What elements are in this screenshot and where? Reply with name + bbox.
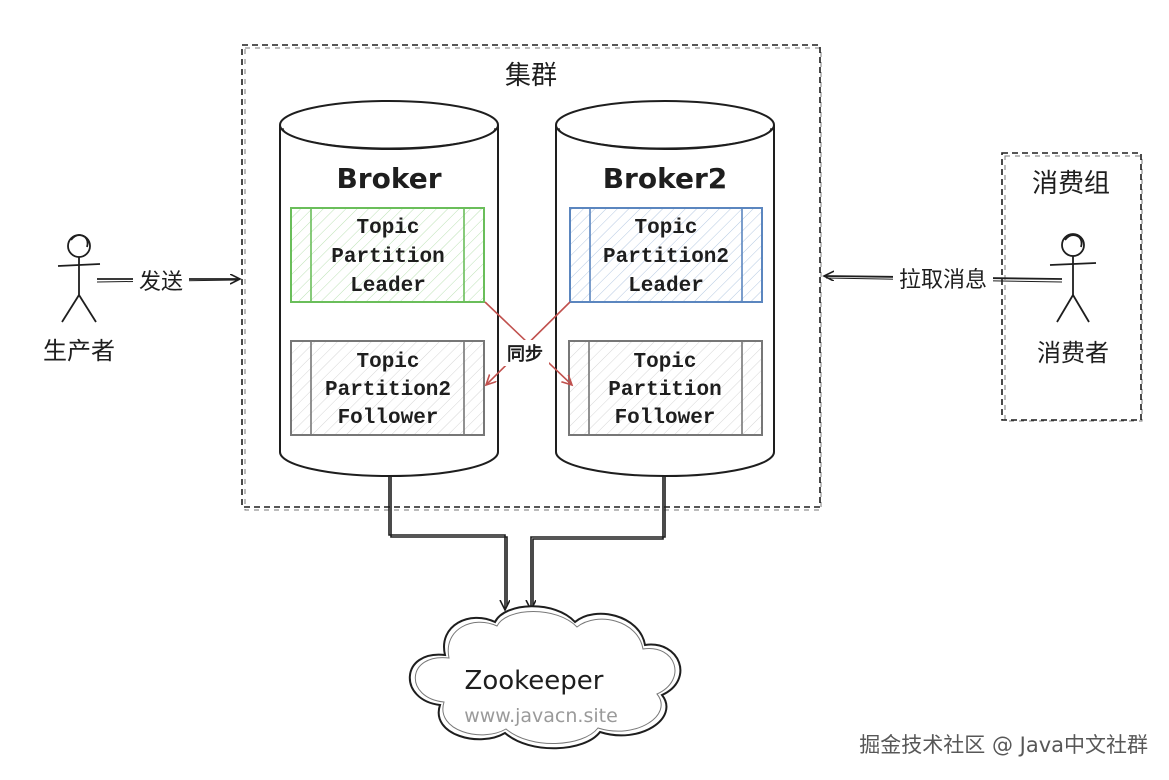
cluster-box: 集群 [241,44,822,511]
send-label: 发送 [139,270,183,295]
zookeeper-name: Zookeeper [465,666,604,696]
broker-2-name: Broker2 [603,162,728,195]
producer: 生产者 [43,234,115,365]
send-arrow: 发送 [96,266,240,295]
broker-2-leader-line-1: Topic [634,217,697,240]
pull-arrow: 拉取消息 [824,264,1063,294]
cluster-title: 集群 [505,61,557,91]
producer-figure-icon [57,234,101,323]
producer-label: 生产者 [43,337,115,365]
consumer-figure-icon [1049,233,1097,323]
broker-1-leader-line-3: Leader [350,275,426,298]
broker-2-leader-line-3: Leader [628,275,704,298]
broker-1-leader-partition: Topic Partition Leader [290,207,485,303]
watermark: 掘金技术社区 @ Java中文社群 [859,733,1148,757]
broker-2-follower-line-2: Partition [608,379,721,402]
cloud-icon [408,605,682,750]
consumer-group-title: 消费组 [1032,169,1110,199]
broker-1-name: Broker [336,162,441,195]
pull-label: 拉取消息 [899,268,987,293]
sync-arrows: 同步 [484,301,572,385]
broker-2-follower-line-3: Follower [615,407,716,430]
broker-2-leader-line-2: Partition2 [603,246,729,269]
sync-label: 同步 [507,343,543,365]
broker-2-leader-partition: Topic Partition2 Leader [569,207,763,303]
broker-1-leader-line-2: Partition [331,246,444,269]
broker-1-follower-partition: Topic Partition2 Follower [290,340,485,436]
consumer-label: 消费者 [1037,339,1109,367]
consumer-group: 消费组 消费者 [1001,152,1143,422]
broker-1-leader-line-1: Topic [356,217,419,240]
zookeeper-connectors [388,476,666,610]
zookeeper-url: www.javacn.site [464,705,618,727]
broker-2-follower-line-1: Topic [633,351,696,374]
zookeeper: Zookeeper www.javacn.site [408,605,682,750]
broker-1-follower-line-3: Follower [338,407,439,430]
broker-2-follower-partition: Topic Partition Follower [568,340,763,436]
broker-2: Broker2 Topic Partition2 Leader Topic Pa… [555,100,775,477]
broker-1-follower-line-1: Topic [356,351,419,374]
broker-1: Broker Topic Partition Leader Topic Part… [279,100,499,477]
broker-1-follower-line-2: Partition2 [325,379,451,402]
